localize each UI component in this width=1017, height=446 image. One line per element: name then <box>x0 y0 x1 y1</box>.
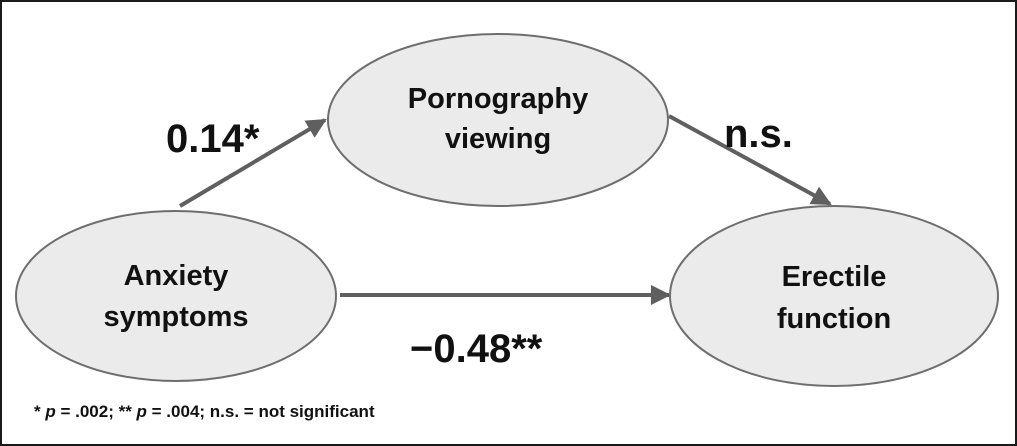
footnote-text2: = .004; n.s. = not significant <box>146 402 375 421</box>
node-pornography-line1: Pornography <box>408 83 588 115</box>
footnote-p2: p <box>136 402 147 421</box>
footnote-p1: p <box>45 402 56 421</box>
coef-anxiety-to-erectile: −0.48** <box>410 327 543 371</box>
footnote-star1: * <box>34 402 46 421</box>
node-anxiety-line2: symptoms <box>103 301 248 333</box>
node-erectile-line2: function <box>777 303 891 335</box>
node-pornography-viewing: Pornography viewing <box>327 33 669 207</box>
arrow-anxiety-to-pornography <box>178 118 327 208</box>
node-anxiety-symptoms: Anxiety symptoms <box>15 210 337 382</box>
node-anxiety-line1: Anxiety <box>124 260 229 292</box>
arrow-pornography-to-erectile <box>668 114 832 206</box>
significance-footnote: * p = .002; ** p = .004; n.s. = not sign… <box>34 402 375 422</box>
footnote-text1: = .002; ** <box>55 402 137 421</box>
node-erectile-line1: Erectile <box>782 261 887 293</box>
node-pornography-line2: viewing <box>445 123 551 155</box>
coef-pornography-to-erectile: n.s. <box>724 112 793 156</box>
node-erectile-function: Erectile function <box>669 205 999 387</box>
coef-anxiety-to-pornography: 0.14* <box>166 117 260 161</box>
